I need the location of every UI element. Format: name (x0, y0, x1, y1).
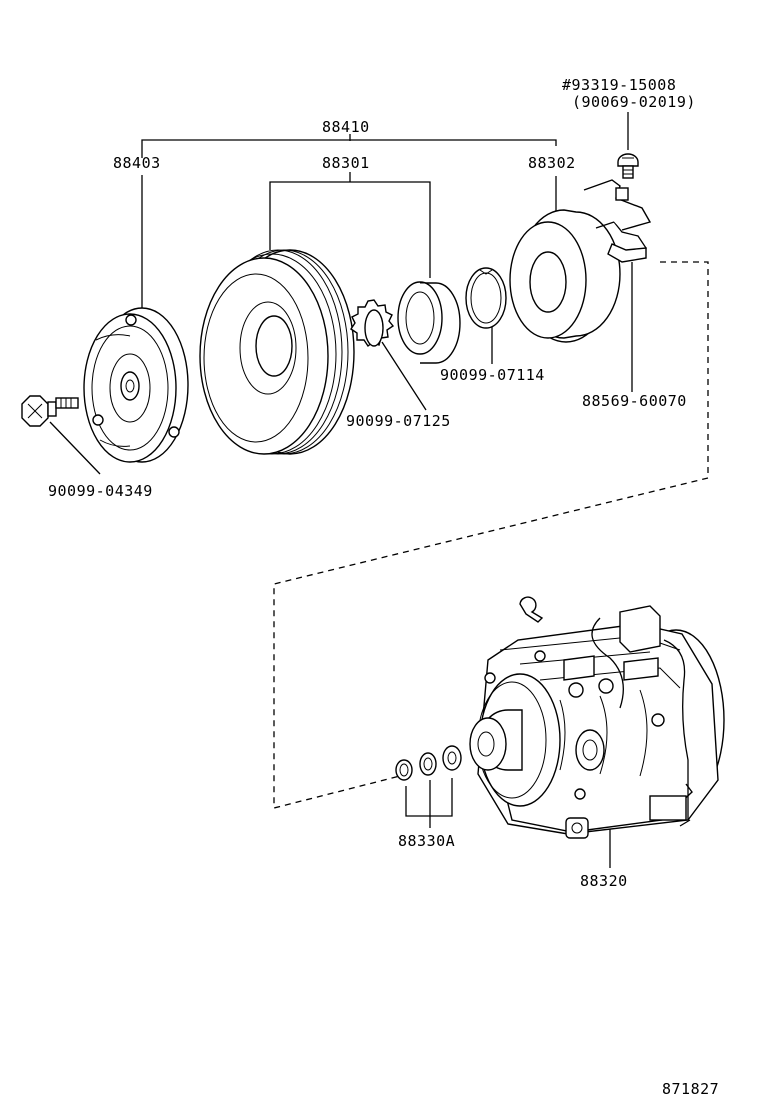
pulley-part (199, 249, 355, 455)
leader-lines (49, 112, 633, 868)
label-pressure-plate: 88403 (113, 154, 161, 172)
label-hash-part: #93319-15008 (562, 76, 676, 94)
label-clutch-assembly: 88410 (322, 118, 370, 136)
stator-coil-part (509, 179, 652, 343)
part-labels: #93319-15008 (90069-02019) 88410 88403 8… (48, 76, 719, 1098)
pressure-plate-part (83, 307, 189, 463)
bolt-part (21, 395, 79, 427)
label-pulley: 88301 (322, 154, 370, 172)
snap-ring-part (465, 267, 507, 329)
label-retaining-ring: 90099-07125 (346, 412, 451, 430)
compressor-part (469, 596, 725, 839)
label-bolt: 90099-04349 (48, 482, 153, 500)
label-diagram-id: 871827 (662, 1080, 719, 1098)
retaining-ring-part (350, 299, 395, 348)
shims-part (395, 745, 462, 781)
label-compressor: 88320 (580, 872, 628, 890)
label-shims: 88330A (398, 832, 455, 850)
label-alt-part: (90069-02019) (572, 93, 696, 111)
label-coil-clamp: 88569-60070 (582, 392, 687, 410)
bearing-part (397, 281, 461, 364)
alignment-dash-line (273, 261, 709, 809)
label-stator-coil: 88302 (528, 154, 576, 172)
screw-part (617, 153, 639, 179)
label-snap-ring: 90099-07114 (440, 366, 545, 384)
